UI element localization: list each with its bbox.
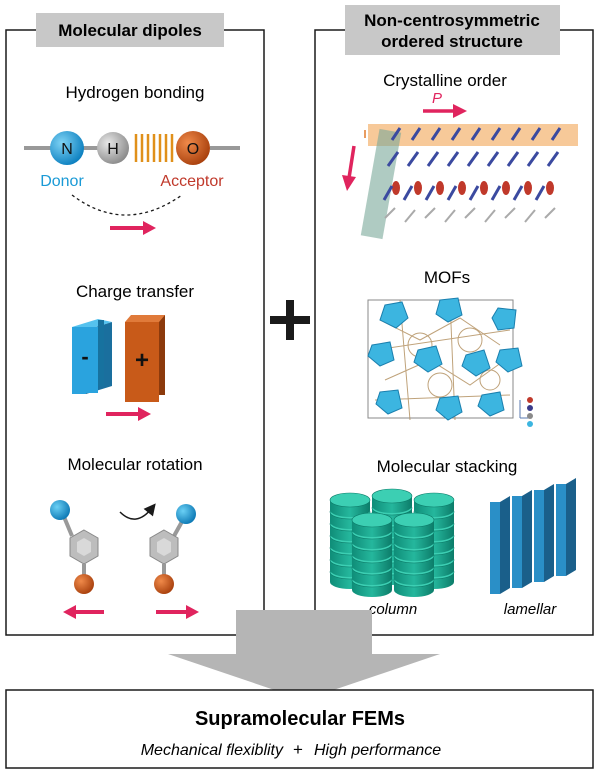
charge-transfer-diagram: - + [72, 315, 165, 421]
left-panel-header-text: Molecular dipoles [58, 21, 202, 40]
charge-dipole-arrow-icon [106, 407, 151, 421]
right-rotor-molecule-icon [149, 504, 196, 594]
bottom-subtitle-plus: + [293, 740, 303, 759]
bottom-subtitle-left: Mechanical flexiblity [141, 742, 284, 759]
lamellar-label: lamellar [504, 601, 558, 618]
acceptor-plate-icon [125, 315, 165, 402]
mof-axis-legend-icon [519, 397, 533, 427]
column-label: column [369, 601, 417, 618]
molecular-rotation-diagram [50, 500, 199, 619]
left-dipole-arrow-icon [63, 605, 104, 619]
right-dipole-arrow-icon [156, 605, 199, 619]
polarization-label: P [432, 90, 442, 107]
molecular-rotation-title: Molecular rotation [67, 455, 202, 474]
bottom-title: Supramolecular FEMs [195, 708, 405, 730]
right-panel-header-line2: ordered structure [381, 32, 523, 51]
plus-symbol [270, 300, 310, 340]
donor-acceptor-dashed-curve [71, 194, 183, 216]
acceptor-label: Acceptor [160, 173, 224, 190]
hydrogen-bonding-title: Hydrogen bonding [66, 83, 205, 102]
down-arrow-icon [168, 610, 440, 700]
bottom-subtitle-right: High performance [314, 742, 441, 759]
dipole-arrow-icon [110, 221, 156, 235]
hydrogen-atom-icon [97, 132, 129, 164]
right-panel-header-line1: Non-centrosymmetric [364, 11, 540, 30]
atom-h-label: H [107, 141, 119, 158]
lamellar-stacking-icon [490, 478, 576, 594]
mofs-title: MOFs [424, 268, 470, 287]
donor-label: Donor [40, 173, 84, 190]
polarization-arrow-icon [423, 104, 467, 118]
plus-sign: + [135, 347, 149, 374]
atom-n-label: N [61, 141, 73, 158]
vertical-polarization-arrow-icon [342, 145, 356, 191]
mof-structure-image [367, 297, 533, 427]
rotation-arrow-icon [119, 503, 156, 520]
bottom-summary-box [5, 689, 594, 769]
molecular-stacking-title: Molecular stacking [377, 457, 518, 476]
hydrogen-bond-dashes-icon [134, 134, 174, 162]
right-panel-header: Non-centrosymmetric ordered structure [345, 5, 560, 55]
column-stacking-icon [329, 488, 455, 597]
left-panel-header: Molecular dipoles [36, 13, 224, 47]
nitrogen-atom-icon [50, 131, 84, 165]
oxygen-atom-icon [176, 131, 210, 165]
atom-o-label: O [187, 141, 199, 158]
minus-sign: - [81, 344, 88, 369]
hydrogen-bond-diagram: N H O Donor Acceptor [24, 131, 240, 235]
crystalline-order-title: Crystalline order [383, 71, 507, 90]
charge-transfer-title: Charge transfer [76, 282, 194, 301]
crystal-structure-image [342, 104, 578, 240]
left-rotor-molecule-icon [50, 500, 99, 594]
